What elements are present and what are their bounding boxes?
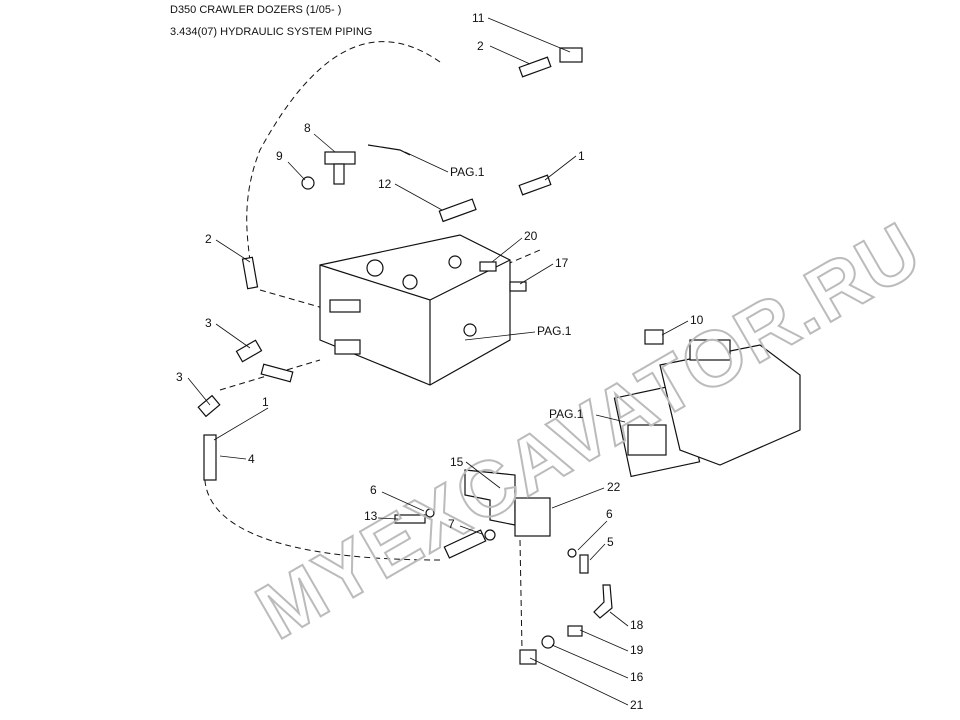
leader-line — [187, 377, 211, 406]
callout-label: 10 — [690, 313, 704, 327]
leader-line — [219, 455, 247, 460]
callout-label: 3 — [176, 370, 183, 384]
leader-line — [544, 155, 577, 181]
leader-line — [381, 491, 425, 512]
leader-line — [377, 517, 399, 520]
callout-label: 8 — [304, 121, 311, 135]
callout-label: 19 — [630, 643, 644, 657]
callout-label: 20 — [524, 229, 538, 243]
callout-label: 1 — [578, 149, 585, 163]
callout-label: 9 — [276, 149, 283, 163]
leader-line — [459, 525, 483, 535]
callout-label: 13 — [364, 509, 378, 523]
callout-label: PAG.1 — [450, 165, 485, 179]
leader-line — [491, 237, 523, 263]
diagram-title: D350 CRAWLER DOZERS (1/05- ) — [170, 4, 342, 16]
callout-label: 18 — [630, 618, 644, 632]
leader-line — [579, 629, 629, 652]
callout-label: 2 — [205, 232, 212, 246]
leader-line — [609, 611, 629, 627]
leader-line — [551, 487, 605, 509]
leader-line — [464, 331, 536, 341]
callout-label: 21 — [630, 698, 644, 712]
leader-line — [287, 161, 306, 181]
leader-line — [595, 414, 626, 423]
leader-line — [215, 323, 251, 349]
leader-line — [215, 239, 251, 263]
leader-line — [551, 644, 629, 679]
callout-label: 6 — [606, 507, 613, 521]
leader-line — [661, 320, 689, 336]
callout-label: 17 — [555, 256, 569, 270]
callout-label: 11 — [472, 11, 485, 25]
leader-line — [589, 543, 606, 561]
control-valve-block — [319, 234, 511, 386]
leader-line — [404, 151, 449, 173]
callout-label: 4 — [248, 452, 255, 466]
callout-label: 1 — [262, 395, 269, 409]
leader-line — [313, 133, 336, 153]
leader-line — [213, 407, 269, 441]
callout-label: 12 — [378, 177, 392, 191]
leader-line — [487, 17, 571, 53]
callout-label: 6 — [370, 483, 377, 497]
leader-line — [465, 461, 501, 489]
leader-line — [394, 183, 443, 211]
diagram-subtitle: 3.434(07) HYDRAULIC SYSTEM PIPING — [170, 26, 373, 38]
callout-label: 3 — [205, 316, 212, 330]
callout-label: 16 — [630, 670, 644, 684]
callout-label: PAG.1 — [549, 407, 584, 421]
leader-line — [519, 263, 554, 285]
callout-label: 15 — [450, 455, 464, 469]
callout-label: 7 — [448, 517, 455, 531]
leader-line — [489, 45, 531, 65]
callout-label: 2 — [477, 39, 484, 53]
fittings — [197, 47, 664, 665]
callout-label: PAG.1 — [537, 324, 572, 338]
callout-label: 5 — [607, 535, 614, 549]
leader-line — [577, 520, 608, 551]
hydraulic-pump — [613, 339, 801, 478]
leader-line — [529, 657, 629, 706]
callout-label: 22 — [607, 480, 621, 494]
